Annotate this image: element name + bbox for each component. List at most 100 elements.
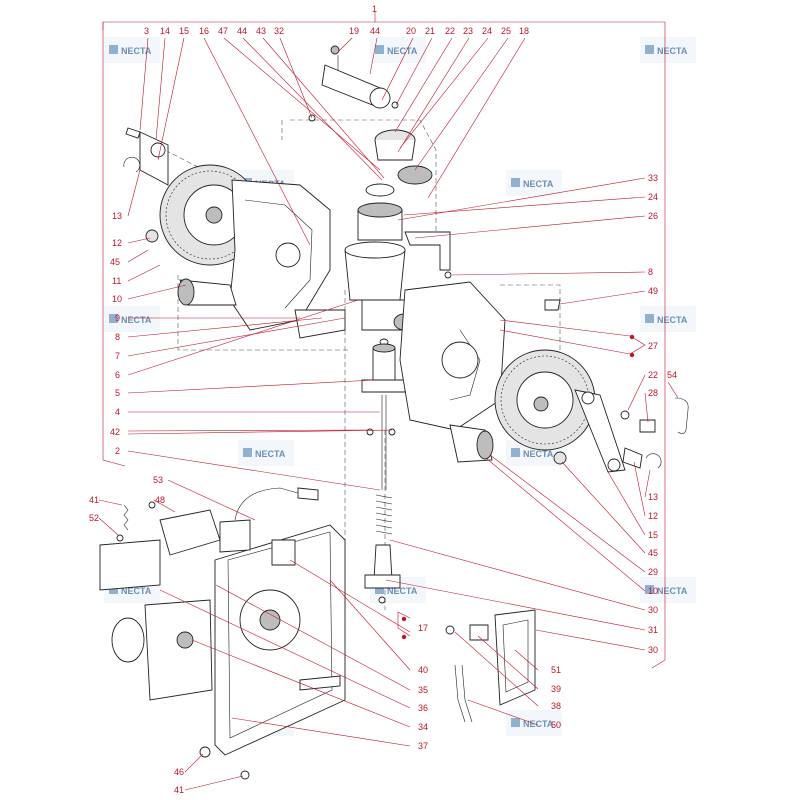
callout-23: 23 bbox=[463, 26, 473, 36]
valve-knob bbox=[469, 624, 489, 641]
left-gear-assembly bbox=[123, 127, 346, 339]
small-screw bbox=[240, 770, 250, 780]
svg-text:NECTA: NECTA bbox=[523, 719, 554, 729]
callout-37: 37 bbox=[418, 741, 428, 751]
bracket bbox=[622, 447, 643, 469]
callout-32: 32 bbox=[274, 26, 284, 36]
pin bbox=[639, 419, 656, 433]
callout-13: 13 bbox=[648, 492, 658, 502]
tube-54 bbox=[674, 397, 689, 434]
callout-16: 16 bbox=[199, 26, 209, 36]
callout-19: 19 bbox=[349, 26, 359, 36]
callout-9: 9 bbox=[115, 313, 120, 323]
callout-1: 1 bbox=[372, 4, 377, 14]
callout-12: 12 bbox=[112, 238, 122, 248]
washer bbox=[553, 451, 567, 465]
callout-12: 12 bbox=[648, 511, 658, 521]
cable bbox=[234, 487, 306, 521]
callout-10: 10 bbox=[112, 294, 122, 304]
lever-plate bbox=[294, 309, 346, 339]
watermark: NECTA bbox=[506, 170, 562, 196]
callout-15: 15 bbox=[648, 530, 658, 540]
spring bbox=[123, 504, 129, 531]
callout-24: 24 bbox=[648, 192, 658, 202]
callout-21: 21 bbox=[425, 26, 435, 36]
callout-45: 45 bbox=[110, 257, 120, 267]
washer bbox=[145, 229, 159, 243]
callout-53: 53 bbox=[153, 475, 163, 485]
callout-24: 24 bbox=[482, 26, 492, 36]
callout-29: 29 bbox=[648, 567, 658, 577]
svg-text:NECTA: NECTA bbox=[657, 586, 688, 596]
callout-8: 8 bbox=[648, 267, 653, 277]
lower-frame-assembly bbox=[99, 487, 346, 780]
drain-plate bbox=[494, 609, 536, 706]
motor-gearbox bbox=[144, 599, 213, 701]
callout-41: 41 bbox=[174, 785, 184, 795]
svg-text:NECTA: NECTA bbox=[387, 46, 418, 56]
callout-28: 28 bbox=[648, 388, 658, 398]
callout-44: 44 bbox=[370, 26, 380, 36]
callout-17: 17 bbox=[418, 623, 428, 633]
left-bracket bbox=[159, 509, 221, 556]
watermark: NECTA bbox=[640, 37, 696, 63]
connector bbox=[297, 487, 319, 501]
callout-35: 35 bbox=[418, 685, 428, 695]
callout-5: 5 bbox=[115, 388, 120, 398]
bracket bbox=[139, 131, 169, 186]
watermark: NECTA bbox=[506, 710, 562, 736]
motor bbox=[111, 617, 145, 663]
svg-text:NECTA: NECTA bbox=[121, 46, 152, 56]
callout-14: 14 bbox=[160, 26, 170, 36]
callout-6: 6 bbox=[115, 370, 120, 380]
filter-disc bbox=[397, 165, 433, 185]
svg-text:NECTA: NECTA bbox=[523, 449, 554, 459]
watermark: NECTA bbox=[640, 306, 696, 332]
callout-39: 39 bbox=[551, 684, 561, 694]
small-screw bbox=[388, 428, 396, 436]
right-gear-assembly bbox=[399, 271, 689, 473]
upper-bracket bbox=[404, 231, 451, 271]
screw bbox=[125, 127, 141, 139]
callout-38: 38 bbox=[551, 701, 561, 711]
callout-3: 3 bbox=[144, 26, 149, 36]
small-screw bbox=[444, 271, 452, 279]
callout-41: 41 bbox=[89, 495, 99, 505]
callout-10: 10 bbox=[648, 586, 658, 596]
callout-labels-right: 33 24 26 8 49 27 22 54 28 13 12 15 45 29… bbox=[648, 173, 677, 655]
callout-50: 50 bbox=[551, 720, 561, 730]
callout-labels-lower: 53 41 48 52 17 40 35 36 34 37 46 41 51 3… bbox=[89, 475, 561, 795]
callout-dots bbox=[401, 334, 635, 640]
callout-47: 47 bbox=[218, 26, 228, 36]
watermark: NECTA bbox=[104, 37, 160, 63]
callout-11: 11 bbox=[112, 276, 121, 286]
central-column bbox=[308, 45, 451, 604]
callout-51: 51 bbox=[551, 665, 561, 675]
watermark: NECTA bbox=[640, 577, 696, 603]
callout-43: 43 bbox=[256, 26, 266, 36]
callout-25: 25 bbox=[501, 26, 511, 36]
assembly-frame bbox=[102, 12, 666, 669]
svg-text:NECTA: NECTA bbox=[657, 46, 688, 56]
callout-31: 31 bbox=[648, 625, 658, 635]
callout-4: 4 bbox=[115, 407, 120, 417]
callout-2: 2 bbox=[115, 446, 120, 456]
watermark: NECTA bbox=[238, 440, 294, 466]
callout-42: 42 bbox=[110, 427, 120, 437]
svg-text:NECTA: NECTA bbox=[121, 586, 152, 596]
callout-46: 46 bbox=[174, 767, 184, 777]
callout-33: 33 bbox=[648, 173, 658, 183]
drain-hose bbox=[454, 664, 473, 723]
callout-36: 36 bbox=[418, 703, 428, 713]
callout-22: 22 bbox=[445, 26, 455, 36]
callout-27: 27 bbox=[648, 341, 658, 351]
watermark: NECTA bbox=[370, 37, 426, 63]
callout-18: 18 bbox=[519, 26, 529, 36]
leader-lines bbox=[98, 37, 679, 791]
svg-text:NECTA: NECTA bbox=[121, 315, 152, 325]
mounting-plate bbox=[99, 539, 161, 591]
callout-7: 7 bbox=[115, 351, 120, 361]
small-screw bbox=[116, 534, 124, 542]
svg-text:NECTA: NECTA bbox=[387, 586, 418, 596]
watermark: NECTA bbox=[104, 306, 160, 332]
